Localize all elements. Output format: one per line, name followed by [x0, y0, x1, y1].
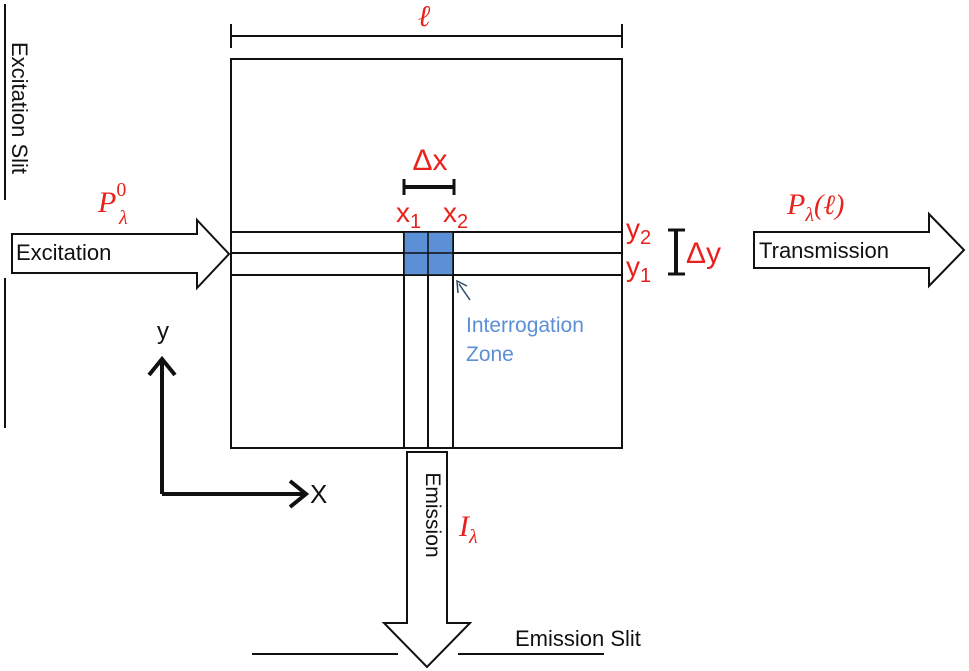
pl-arg: (ℓ) — [814, 190, 844, 221]
delta-x-bracket — [402, 179, 456, 195]
p-lambda-0-label: P0 λ — [97, 179, 128, 229]
coordinate-axes — [147, 355, 310, 509]
y1-label: y1 — [626, 251, 651, 287]
emission-slit-label: Emission Slit — [515, 626, 641, 651]
length-label: ℓ — [418, 0, 431, 33]
transmission-arrow — [753, 211, 966, 289]
x2-sub: 2 — [457, 211, 468, 233]
interrogation-zone-label-line2: Zone — [466, 343, 514, 366]
y2-label: y2 — [626, 213, 651, 249]
y1-sub: 1 — [640, 265, 651, 287]
x2-label: x2 — [443, 197, 468, 233]
x1-base: x — [396, 197, 410, 228]
interrogation-zone — [403, 231, 454, 276]
delta-x-label: Δx — [412, 144, 447, 177]
i-lambda-label: Iλ — [458, 510, 478, 548]
p-lambda-l-label: Pλ(ℓ) — [786, 188, 844, 226]
x1-sub: 1 — [410, 211, 421, 233]
emission-label: Emission — [421, 472, 444, 557]
x1-label: x1 — [396, 197, 421, 233]
transmission-label: Transmission — [759, 238, 889, 263]
p0-sub: λ — [118, 207, 128, 229]
p0-base: P — [97, 186, 116, 219]
delta-y-label: Δy — [686, 237, 721, 270]
il-sub: λ — [468, 526, 478, 548]
delta-y-bracket — [668, 228, 685, 276]
pl-sub: λ — [804, 204, 814, 226]
emission-arrow — [381, 451, 473, 669]
length-dimension — [230, 24, 623, 48]
x2-base: x — [443, 197, 457, 228]
excitation-label: Excitation — [16, 240, 111, 265]
interrogation-zone-label-line1: Interrogation — [466, 314, 584, 337]
excitation-arrow — [11, 217, 231, 291]
pl-base: P — [786, 188, 805, 221]
interrogation-pointer-arrow — [456, 279, 471, 301]
axis-x-label: X — [310, 479, 327, 509]
y1-base: y — [626, 251, 640, 282]
il-base: I — [458, 510, 471, 543]
y2-sub: 2 — [640, 227, 651, 249]
axis-y-label: y — [157, 318, 169, 345]
excitation-slit-label: Excitation Slit — [7, 42, 32, 174]
y2-base: y — [626, 213, 640, 244]
p0-sup: 0 — [116, 179, 126, 201]
